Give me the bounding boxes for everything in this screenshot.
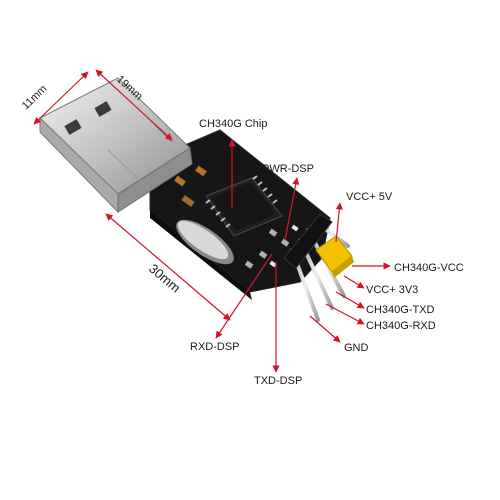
label-chip: CH340G Chip bbox=[199, 118, 267, 130]
label-ch340g-txd: CH340G-TXD bbox=[366, 304, 435, 316]
label-txd-dsp: TXD-DSP bbox=[254, 375, 302, 387]
arrow-gnd bbox=[309, 315, 341, 343]
arrow-vcc5v bbox=[335, 202, 343, 243]
arrow-ch340g-txd bbox=[335, 291, 365, 309]
dim-line-30mm bbox=[105, 213, 231, 321]
arrow-pwr-dsp bbox=[284, 177, 300, 241]
dimension-lines bbox=[33, 69, 231, 321]
label-ch340g-vcc: CH340G-VCC bbox=[394, 262, 464, 274]
callout-arrows bbox=[215, 139, 391, 373]
dim-label-30mm: 30mm bbox=[146, 261, 183, 296]
arrow-rxd-dsp bbox=[215, 253, 273, 339]
usb-shell-right bbox=[117, 147, 193, 213]
label-vcc3v3: VCC+ 3V3 bbox=[366, 284, 418, 296]
dim-line-11mm bbox=[33, 71, 89, 125]
dim-label-11mm: 11mm bbox=[20, 83, 50, 112]
label-gnd: GND bbox=[344, 342, 369, 354]
arrow-vcc3v3 bbox=[343, 275, 365, 289]
jumper bbox=[315, 235, 354, 278]
label-vcc5v: VCC+ 5V bbox=[346, 191, 393, 203]
header-housing bbox=[283, 213, 333, 269]
smd-components bbox=[174, 165, 299, 269]
label-pwr-dsp: PWR-DSP bbox=[262, 163, 314, 175]
arrow-ch340g-rxd bbox=[325, 303, 365, 325]
label-ch340g-rxd: CH340G-RXD bbox=[366, 320, 436, 332]
label-rxd-dsp: RXD-DSP bbox=[190, 341, 240, 353]
dim-line-19mm bbox=[95, 69, 173, 141]
